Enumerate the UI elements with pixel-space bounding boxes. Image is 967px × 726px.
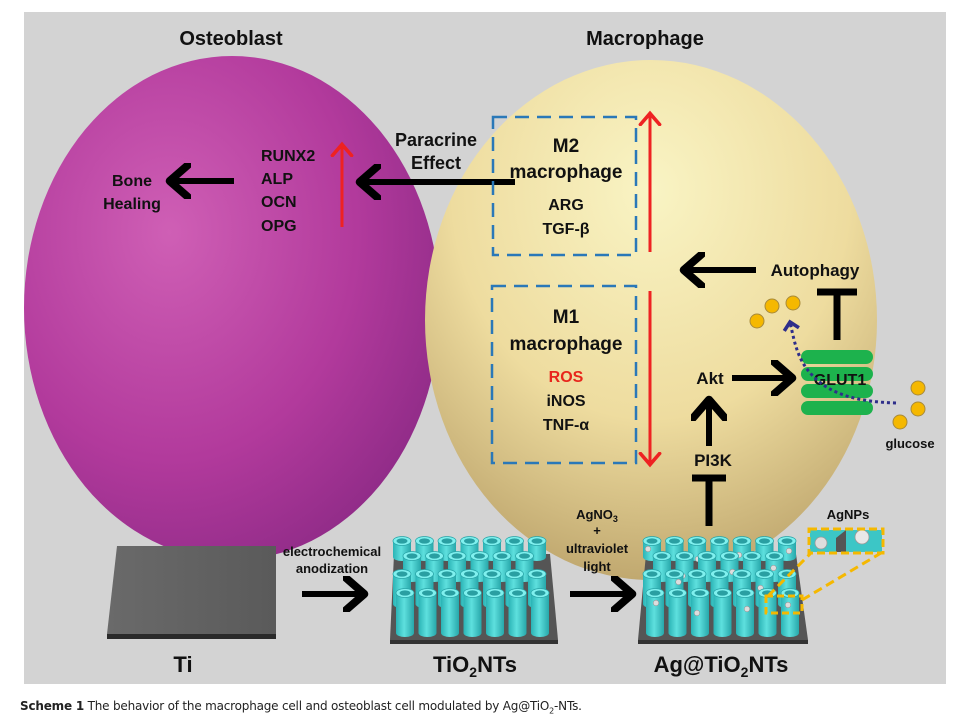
bone-healing-label-1: Bone: [112, 173, 152, 190]
marker-alp: ALP: [261, 171, 293, 188]
tio2-main: TiO: [433, 652, 469, 677]
ultraviolet-label: ultraviolet: [566, 541, 629, 556]
nanotube: [690, 588, 710, 637]
nanotube: [395, 588, 415, 637]
osteoblast-cell: [24, 56, 440, 560]
agnps-label: AgNPs: [827, 507, 870, 522]
tio2-tail: NTs: [477, 652, 517, 677]
agno3-main: AgNO: [576, 507, 613, 522]
agnps-zoom-lines: [764, 551, 882, 615]
tio2-nts-label: TiO2NTs: [433, 652, 517, 680]
ti-plate: [107, 546, 276, 639]
glut1-label: GLUT1: [814, 372, 867, 389]
macrophage-title: Macrophage: [586, 28, 704, 50]
plus-label: +: [593, 523, 601, 538]
m2-marker-arg: ARG: [548, 197, 584, 214]
silver-nanoparticle: [675, 578, 682, 586]
m1-title-2: macrophage: [510, 334, 623, 355]
ti-label: Ti: [173, 652, 192, 677]
pi3k-label: PI3K: [694, 451, 733, 470]
glut1-transporter: [801, 350, 873, 415]
caption-label: Scheme 1: [20, 699, 85, 713]
m1-box: [490, 284, 638, 465]
anodization-label-1: electrochemical: [283, 544, 381, 559]
marker-runx2: RUNX2: [261, 148, 315, 165]
caption-sub: 2: [549, 706, 555, 716]
nanotube: [735, 588, 755, 637]
ag-tio2-tail: NTs: [748, 652, 788, 677]
nanotube: [440, 588, 460, 637]
silver-nanoparticle: [652, 599, 660, 607]
ag-tio2-main: Ag@TiO: [654, 652, 741, 677]
m2-title-2: macrophage: [510, 162, 623, 183]
nanotube: [460, 536, 479, 561]
agno3-label: AgNO3: [576, 507, 618, 524]
silver-nanoparticle: [785, 547, 793, 555]
caption-tail: -NTs.: [554, 699, 582, 713]
osteoblast-title: Osteoblast: [179, 28, 283, 50]
silver-nanoparticle: [743, 605, 751, 613]
light-label: light: [583, 559, 611, 574]
glut1-inhibits-autophagy: [817, 288, 857, 340]
silver-nanoparticle: [784, 601, 792, 609]
ag-tio2-sub: 2: [741, 664, 749, 680]
marker-ocn: OCN: [261, 194, 297, 211]
silver-nanoparticle: [644, 545, 652, 553]
glucose-transport-arrow: [782, 319, 897, 405]
autophagy-label: Autophagy: [771, 261, 860, 280]
m2-box: [491, 115, 638, 257]
glucose-label: glucose: [885, 436, 934, 451]
m1-marker-ros: ROS: [549, 369, 584, 386]
ag-tio2-nts-label: Ag@TiO2NTs: [654, 652, 789, 680]
nanotube: [508, 588, 527, 637]
figure-caption: Scheme 1 The behavior of the macrophage …: [20, 699, 582, 715]
glucose-molecules-intracellular: [749, 295, 801, 329]
agnps-inset: [807, 527, 885, 555]
m2-marker-tgfb: TGF-β: [542, 221, 589, 238]
nanotube: [485, 588, 505, 637]
m1-marker-inos: iNOS: [546, 393, 585, 410]
nanotube: [713, 588, 732, 637]
nanotube: [463, 588, 482, 637]
m1-marker-tnfa: TNF-α: [543, 417, 589, 434]
akt-label: Akt: [696, 369, 724, 388]
nanotube: [780, 588, 800, 637]
m2-title-1: M2: [553, 136, 579, 157]
m1-title-1: M1: [553, 307, 580, 328]
silver-nanoparticle: [693, 609, 701, 617]
paracrine-label-2: Effect: [411, 153, 461, 173]
nanotube: [645, 588, 665, 637]
agno3-sub: 3: [613, 514, 618, 524]
tio2-nanotube-array: [390, 536, 558, 644]
nanotube: [418, 588, 437, 637]
tio2-sub: 2: [469, 664, 477, 680]
nanotube: [530, 588, 550, 637]
ag-tio2-inhibits-pi3k: [692, 474, 726, 526]
caption-text: The behavior of the macrophage cell and …: [84, 699, 550, 713]
bone-healing-label-2: Healing: [103, 196, 161, 213]
silver-nanoparticle: [770, 564, 777, 572]
marker-opg: OPG: [261, 218, 297, 235]
ag-tio2-nanotube-array: [638, 536, 808, 644]
nanotube: [668, 588, 687, 637]
anodization-label-2: anodization: [296, 561, 368, 576]
glucose-molecules-extracellular: [892, 380, 926, 430]
paracrine-label-1: Paracrine: [395, 130, 477, 150]
